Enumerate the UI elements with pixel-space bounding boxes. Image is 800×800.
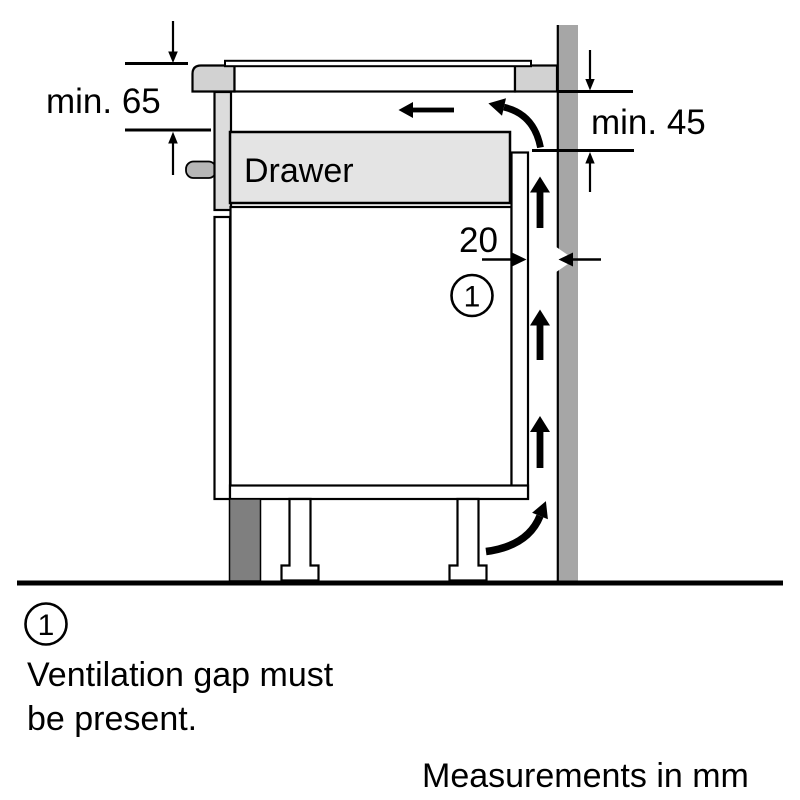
airflow-arrow-left-shaft	[413, 107, 454, 113]
legend-marker-circle	[24, 602, 68, 646]
callout-1-circle	[450, 273, 494, 318]
cabinet-interior	[229, 205, 513, 488]
airflow-arrow-curved-top	[503, 103, 544, 149]
worktop-right-section	[513, 64, 559, 93]
arrowhead-up-icon	[585, 152, 595, 164]
cabinet-leg-left	[280, 497, 320, 582]
legend-note-line1: Ventilation gap must	[27, 656, 334, 694]
dimension-min-65: min. 65	[46, 21, 211, 175]
dimension-min-45: min. 45	[532, 50, 706, 192]
legend-note-line2: be present.	[27, 700, 197, 738]
cabinet-back-panel	[510, 151, 530, 500]
callout-1-number: 1	[464, 281, 481, 314]
arrowhead-up-icon	[168, 131, 178, 144]
airflow-arrow-left-icon	[398, 102, 413, 118]
airflow-arrow-up-shaft	[536, 325, 544, 360]
cabinet-bottom-shelf	[228, 484, 530, 501]
airflow-arrow-up-icon	[530, 176, 550, 193]
airflow-arrow-up-shaft	[536, 431, 544, 468]
wall	[557, 25, 578, 582]
airflow-arrow-up-icon	[530, 309, 550, 326]
arrowhead-down-icon	[168, 51, 178, 63]
arrowhead-right-icon	[512, 252, 527, 267]
hob-body	[233, 64, 517, 93]
worktop-left-section	[191, 64, 236, 93]
airflow-arrows	[398, 98, 550, 556]
legend: 1 Ventilation gap must be present.	[24, 602, 334, 738]
cabinet-side-panel	[213, 215, 232, 501]
airflow-arrow-curved-bottom	[485, 514, 544, 556]
dimension-min-45-label: min. 45	[591, 103, 706, 142]
dimension-gap-20: 20	[459, 221, 601, 273]
floor-line	[17, 580, 783, 586]
hob-side-flange	[213, 90, 233, 212]
dimension-20-label: 20	[459, 221, 498, 260]
drawer-label: Drawer	[244, 152, 354, 190]
hob-glass-top	[224, 59, 532, 68]
legend-marker-number: 1	[38, 609, 55, 642]
units-note: Measurements in mm	[422, 757, 749, 795]
airflow-arrow-curved-top-head-icon	[488, 98, 506, 116]
dimension-min-65-label: min. 65	[46, 82, 161, 121]
cabinet-leg-right	[448, 497, 488, 582]
connection-box	[185, 160, 217, 179]
arrowhead-down-icon	[585, 79, 595, 91]
arrowhead-left-icon	[558, 252, 573, 267]
airflow-arrow-curved-bottom-head-icon	[532, 501, 548, 520]
airflow-arrow-up-shaft	[536, 192, 544, 228]
plinth-panel	[228, 498, 262, 582]
airflow-arrow-up-icon	[530, 416, 550, 432]
drawer-box	[228, 130, 512, 205]
